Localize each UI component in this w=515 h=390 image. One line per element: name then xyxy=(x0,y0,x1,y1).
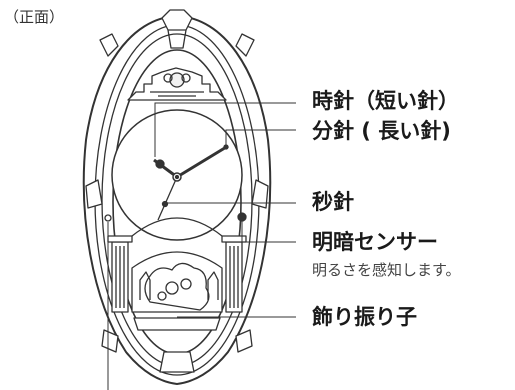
clock-right-top-ornament xyxy=(235,33,255,57)
label-light-sensor: 明暗センサー xyxy=(312,230,438,254)
leader-hour-hand xyxy=(154,102,296,157)
leader-light-sensor xyxy=(241,216,296,243)
clock-bottom-ornament xyxy=(159,351,195,373)
second-hand xyxy=(157,176,178,221)
label-minute-hand: 分針 ( 長い針) xyxy=(312,119,451,143)
clock-left-top-ornament xyxy=(99,33,119,57)
clock-right-side-ornament xyxy=(251,179,269,209)
clock-left-bottom-ornament xyxy=(101,329,119,353)
label-light-sensor-desc: 明るさを感知します。 xyxy=(312,261,461,279)
clock-hands xyxy=(153,144,229,221)
leader-minute-hand xyxy=(225,129,296,147)
pendulum-window xyxy=(131,251,223,331)
clock-right-bottom-ornament xyxy=(235,329,253,353)
label-second-hand: 秒針 xyxy=(312,190,354,214)
clock-left-side-ornament xyxy=(85,179,103,209)
minute-hand xyxy=(176,144,229,179)
view-label: （正面） xyxy=(4,8,65,26)
clock-top-ornament xyxy=(161,9,193,31)
pillars xyxy=(107,217,247,313)
label-pendulum: 飾り振り子 xyxy=(312,305,417,329)
label-hour-hand: 時針（短い針） xyxy=(312,89,459,113)
top-decoration xyxy=(127,67,227,101)
